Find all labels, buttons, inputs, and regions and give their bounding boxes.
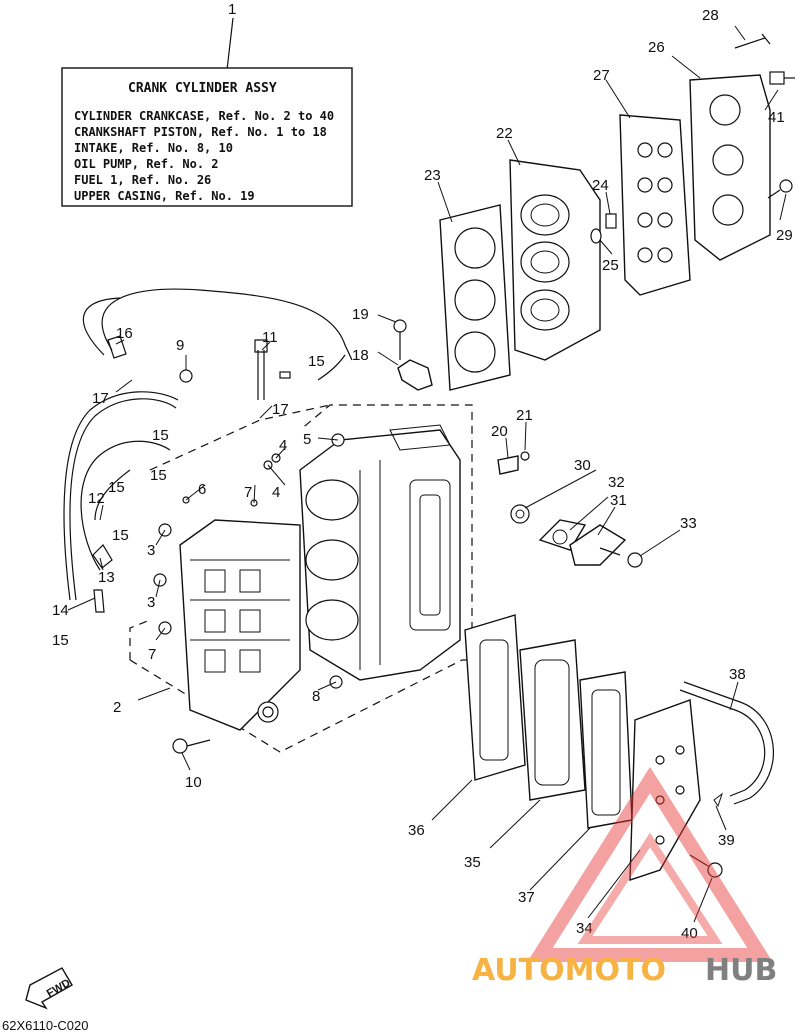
callout-33: 33 bbox=[680, 515, 697, 532]
callout-39: 39 bbox=[718, 832, 735, 849]
callout-7a: 7 bbox=[244, 484, 252, 501]
diagram-code: 62X6110-C020 bbox=[2, 1018, 89, 1033]
callout-10: 10 bbox=[185, 774, 202, 791]
callout-40: 40 bbox=[681, 925, 698, 942]
callout-17b: 17 bbox=[272, 401, 289, 418]
callout-26: 26 bbox=[648, 39, 665, 56]
head-gasket bbox=[439, 204, 511, 391]
callout-31: 31 bbox=[610, 492, 627, 509]
callout-15b: 15 bbox=[108, 479, 125, 496]
leader-lines bbox=[67, 25, 787, 923]
callout-15f: 15 bbox=[308, 353, 325, 370]
callout-32: 32 bbox=[608, 474, 625, 491]
callout-8: 8 bbox=[312, 688, 320, 705]
callout-7b: 7 bbox=[148, 646, 156, 663]
watermark-logo: AUTOMOTO HUB bbox=[472, 766, 777, 988]
crankcase bbox=[299, 424, 461, 681]
callout-24: 24 bbox=[592, 177, 609, 194]
hoses bbox=[63, 288, 353, 613]
small-head-parts bbox=[393, 213, 617, 475]
callout-15d: 15 bbox=[152, 427, 169, 444]
callout-numbers: 2 3 3 4 4 5 6 7 7 7 8 9 10 11 12 13 14 1… bbox=[52, 7, 793, 942]
thermostat-group bbox=[510, 504, 643, 568]
callout-3a: 3 bbox=[147, 542, 155, 559]
callout-37: 37 bbox=[518, 889, 535, 906]
watermark-text-part1: AUTOMOTO bbox=[472, 953, 666, 988]
callout-38: 38 bbox=[729, 666, 746, 683]
exhaust-cover-group bbox=[464, 614, 774, 881]
callout-20: 20 bbox=[491, 423, 508, 440]
info-line-5: FUEL 1, Ref. No. 26 bbox=[74, 173, 211, 187]
callout-35: 35 bbox=[464, 854, 481, 871]
info-line-4: OIL PUMP, Ref. No. 2 bbox=[74, 157, 219, 171]
callout-29: 29 bbox=[776, 227, 793, 244]
callout-4b: 4 bbox=[272, 484, 280, 501]
callout-16: 16 bbox=[116, 325, 133, 342]
info-line-3: INTAKE, Ref. No. 8, 10 bbox=[74, 141, 233, 155]
callout-23: 23 bbox=[424, 167, 441, 184]
info-line-6: UPPER CASING, Ref. No. 19 bbox=[74, 189, 255, 203]
cylinder-head bbox=[509, 159, 601, 361]
callout-14: 14 bbox=[52, 602, 69, 619]
fwd-arrow: FWD bbox=[25, 967, 73, 1010]
callout-25: 25 bbox=[602, 257, 619, 274]
callout-12: 12 bbox=[88, 490, 105, 507]
assembly-dashed-outline bbox=[129, 404, 473, 753]
callout-4a: 4 bbox=[279, 437, 287, 454]
callout-22: 22 bbox=[496, 125, 513, 142]
callout-17a: 17 bbox=[92, 390, 109, 407]
callout-28: 28 bbox=[702, 7, 719, 24]
callout-15c: 15 bbox=[112, 527, 129, 544]
callout-27: 27 bbox=[593, 67, 610, 84]
callout-36: 36 bbox=[408, 822, 425, 839]
callout-15a: 15 bbox=[52, 632, 69, 649]
callout-9: 9 bbox=[176, 337, 184, 354]
callout-3b: 3 bbox=[147, 594, 155, 611]
callout-11: 11 bbox=[262, 329, 278, 346]
info-box-title: CRANK CYLINDER ASSY bbox=[128, 81, 277, 96]
cylinder-block bbox=[179, 519, 301, 731]
head-cover bbox=[689, 33, 795, 261]
callout-1: 1 bbox=[228, 1, 236, 18]
callout-41: 41 bbox=[768, 109, 785, 126]
callout-15e: 15 bbox=[150, 467, 167, 484]
callout-19: 19 bbox=[352, 306, 369, 323]
watermark-text-part2: HUB bbox=[705, 953, 777, 988]
callout-6: 6 bbox=[198, 481, 206, 498]
info-line-1: CYLINDER CRANKCASE, Ref. No. 2 to 40 bbox=[74, 109, 334, 123]
callout-34: 34 bbox=[576, 920, 593, 937]
callout-18: 18 bbox=[352, 347, 369, 364]
assembly-info-box: 1 CRANK CYLINDER ASSY CYLINDER CRANKCASE… bbox=[61, 1, 353, 207]
callout-13: 13 bbox=[98, 569, 115, 586]
callout-30: 30 bbox=[574, 457, 591, 474]
callout-21: 21 bbox=[516, 407, 533, 424]
callout-5: 5 bbox=[303, 431, 311, 448]
callout-2: 2 bbox=[113, 699, 121, 716]
info-line-2: CRANKSHAFT PISTON, Ref. No. 1 to 18 bbox=[74, 125, 327, 139]
head-cover-gasket bbox=[619, 114, 691, 296]
